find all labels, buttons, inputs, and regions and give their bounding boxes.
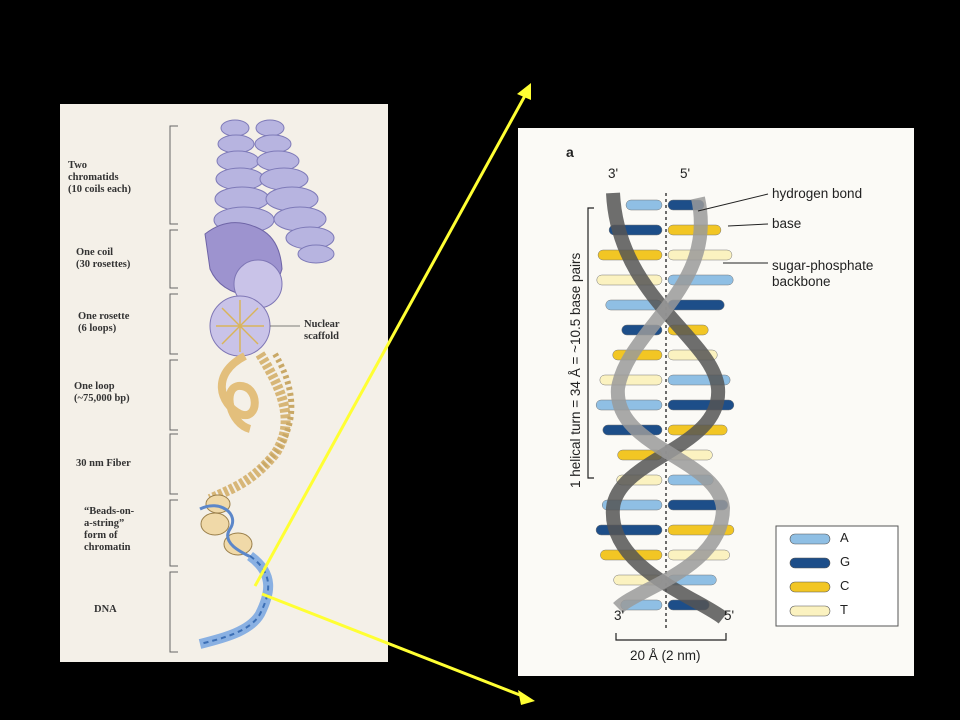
arrow-up-head [517, 83, 531, 100]
bracket-fiber [169, 433, 178, 495]
loop-fiber [207, 351, 295, 504]
bracket-loop [169, 359, 178, 431]
bracket-dna [169, 571, 178, 653]
legend-label-g: G [840, 554, 851, 569]
width-bracket [615, 633, 727, 641]
legend-swatch-a [789, 533, 831, 545]
legend-label-a: A [840, 530, 849, 545]
bracket-beads [169, 499, 178, 567]
label-one-coil: One coil (30 rosettes) [76, 247, 131, 270]
legend-label-t: T [840, 602, 848, 617]
label-nuclear-scaffold: Nuclear scaffold [304, 319, 340, 342]
width-label: 20 Å (2 nm) [630, 648, 701, 663]
legend-swatch-c [789, 581, 831, 593]
callout-line-base [727, 223, 769, 227]
strand-top-right: 5' [680, 166, 691, 181]
panel-letter: a [566, 144, 574, 160]
label-two-chromatids: Two chromatids (10 coils each) [68, 160, 131, 195]
label-beads-on-a-string: “Beads-on- a-string” form of chromatin [84, 506, 135, 553]
label-one-loop: One loop (~75,000 bp) [74, 381, 130, 404]
base-left-13 [595, 524, 663, 536]
legend-swatches [789, 533, 831, 617]
bracket-rosette [169, 293, 178, 355]
helical-turn-label: 1 helical turn = 34 Å = ~10.5 base pairs [568, 252, 583, 488]
callout-hydrogen-bond: hydrogen bond [772, 186, 863, 201]
backbone-strand-1 [605, 192, 728, 624]
base-left-0 [625, 199, 663, 211]
chromatin-packing-figure: Two chromatids (10 coils each) One coil … [60, 104, 388, 662]
double-helix-figure: a 3' 5' 3' 5' hydrogen bond base sugar-p… [518, 128, 914, 676]
callout-backbone: sugar-phosphate backbone [772, 258, 874, 289]
strand-top-left: 3' [608, 166, 619, 181]
base-left-7 [599, 374, 663, 386]
legend-label-c: C [840, 578, 850, 593]
bracket-chromatids [169, 125, 178, 225]
level-brackets [169, 125, 178, 653]
legend-swatch-g [789, 557, 831, 569]
dna-strand [198, 551, 274, 649]
callout-line-hbond [697, 193, 769, 212]
arrow-down-head [518, 690, 535, 705]
beads-on-string [199, 494, 256, 561]
legend-swatch-t [789, 605, 831, 617]
base-left-8 [595, 399, 663, 411]
label-30nm-fiber: 30 nm Fiber [76, 458, 131, 469]
strand-bottom-left: 3' [614, 608, 625, 623]
label-dna: DNA [94, 604, 117, 615]
bracket-coil [169, 229, 178, 289]
strand-bottom-right: 5' [724, 608, 735, 623]
label-one-rosette: One rosette (6 loops) [78, 311, 130, 334]
helix-drawing [587, 192, 899, 641]
helical-turn-bracket [587, 207, 594, 479]
callout-base: base [772, 216, 802, 231]
backbone-strand-2 [610, 196, 731, 614]
